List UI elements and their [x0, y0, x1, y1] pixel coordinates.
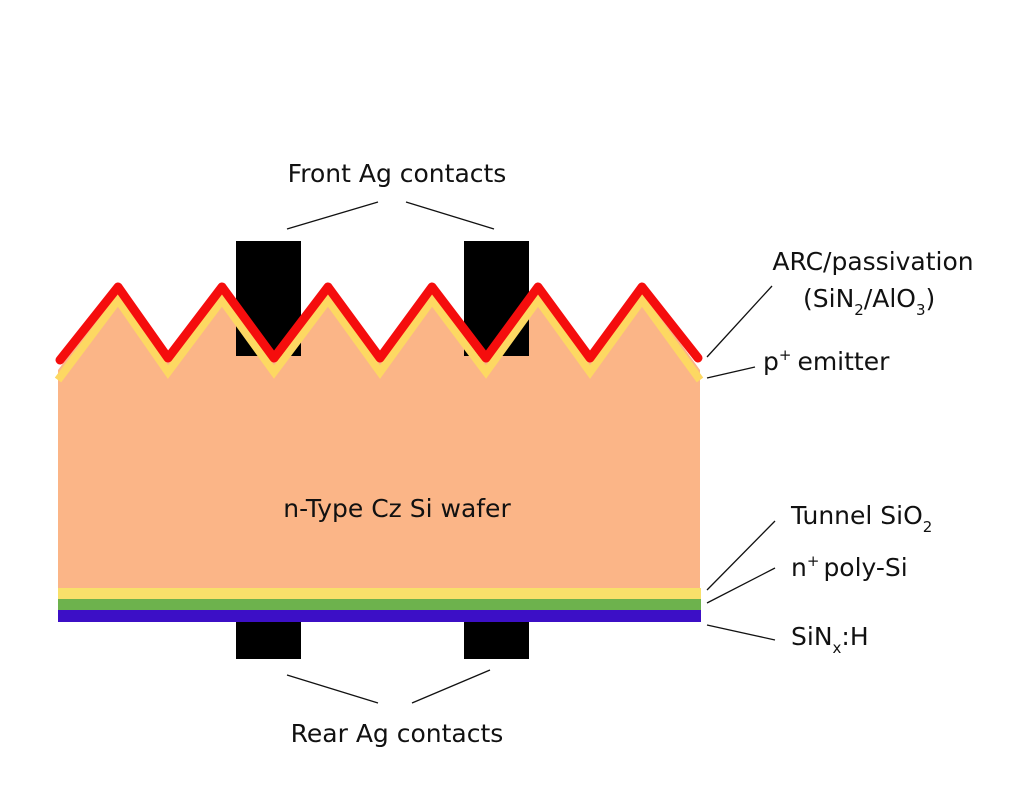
sinx-label: SiNx:H — [791, 622, 869, 657]
tunnel-oxide-layer — [58, 588, 701, 599]
arc-sub-2: 3 — [916, 301, 926, 319]
wafer-label: n-Type Cz Si wafer — [283, 494, 511, 523]
emitter-text: emitter — [797, 347, 890, 376]
leader-front-left — [286, 201, 379, 230]
tunnel-sub: 2 — [923, 518, 933, 536]
poly-si-layer — [58, 599, 701, 610]
arc-mid: /AlO — [864, 284, 916, 313]
poly-sup: + — [807, 552, 820, 570]
rear-contact-left — [236, 622, 301, 659]
poly-label: n+poly-Si — [791, 552, 908, 582]
leader-sinx — [706, 624, 776, 641]
emitter-sup: + — [779, 346, 792, 364]
leader-lines — [286, 201, 776, 704]
poly-text: poly-Si — [823, 553, 907, 582]
leader-tunnel — [706, 520, 776, 591]
tunnel-text: Tunnel SiO — [790, 501, 923, 530]
sinx-sub: x — [833, 639, 842, 657]
arc-open: (SiN — [803, 284, 854, 313]
leader-rear-right — [411, 669, 491, 704]
sinx-text: SiN — [791, 622, 833, 651]
arc-passivation-layer — [55, 282, 703, 365]
emitter-label: p+ emitter — [763, 346, 890, 376]
leader-emitter — [706, 366, 756, 379]
leader-rear-left — [286, 674, 379, 704]
rear-contacts-label: Rear Ag contacts — [291, 719, 504, 748]
arc-sub-1: 2 — [854, 301, 864, 319]
poly-n: n — [791, 553, 807, 582]
wafer-body — [58, 290, 700, 590]
leader-poly — [706, 567, 776, 604]
emitter-p: p — [763, 347, 779, 376]
p-emitter-layer — [54, 293, 704, 383]
front-contacts-label: Front Ag contacts — [288, 159, 507, 188]
sinx-tail: :H — [841, 622, 868, 651]
rear-contact-right — [464, 622, 529, 659]
arc-close: ) — [926, 284, 936, 313]
tunnel-label: Tunnel SiO2 — [790, 501, 932, 536]
sinx-layer — [58, 610, 701, 622]
arc-label-line1: ARC/passivation — [772, 247, 973, 276]
leader-arc — [706, 285, 773, 358]
leader-front-right — [405, 201, 495, 230]
arc-label-line2: (SiN2/AlO3) — [803, 284, 935, 319]
